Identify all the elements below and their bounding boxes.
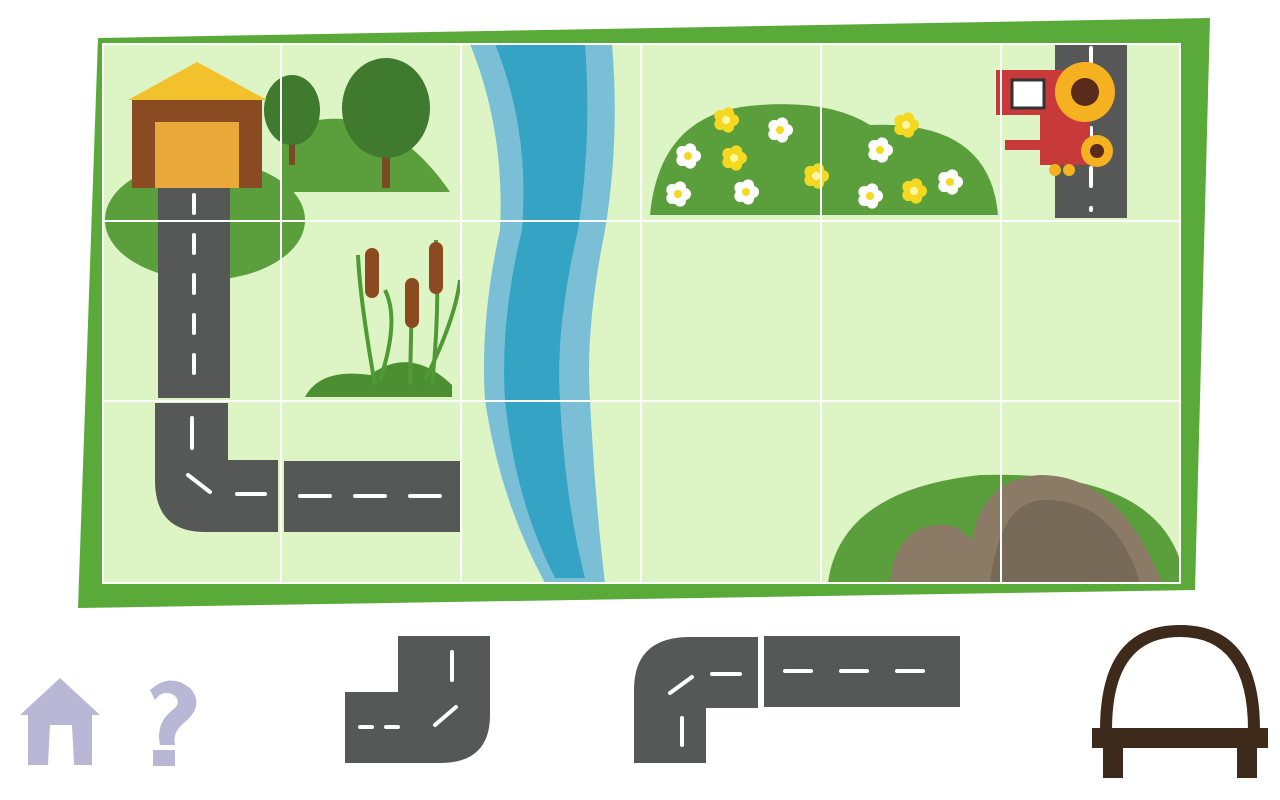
flower [722, 145, 747, 171]
flower [858, 183, 883, 209]
flower [768, 117, 793, 143]
home-icon[interactable] [20, 678, 100, 765]
flower [734, 179, 759, 205]
road-corner-straight-piece[interactable] [634, 636, 960, 763]
rock-shade [990, 500, 1140, 583]
grid-lines [102, 43, 1181, 584]
bridge-piece[interactable] [1092, 625, 1268, 778]
river-inner [495, 44, 588, 578]
reed-hill [305, 362, 452, 397]
flowers [666, 107, 963, 209]
flower [894, 112, 919, 138]
tree-hill [282, 118, 450, 192]
flower [676, 143, 701, 169]
flower [868, 137, 893, 163]
cattails [356, 239, 462, 386]
tractor [996, 62, 1115, 176]
flower [714, 107, 739, 133]
trees [264, 58, 430, 188]
road-corner-piece[interactable] [345, 636, 490, 763]
flower [938, 169, 963, 195]
rock [890, 524, 990, 583]
road-markings [186, 46, 1093, 498]
question-mark-icon[interactable] [150, 680, 197, 766]
flower [666, 181, 691, 207]
barn [128, 62, 267, 188]
flower [902, 178, 927, 204]
